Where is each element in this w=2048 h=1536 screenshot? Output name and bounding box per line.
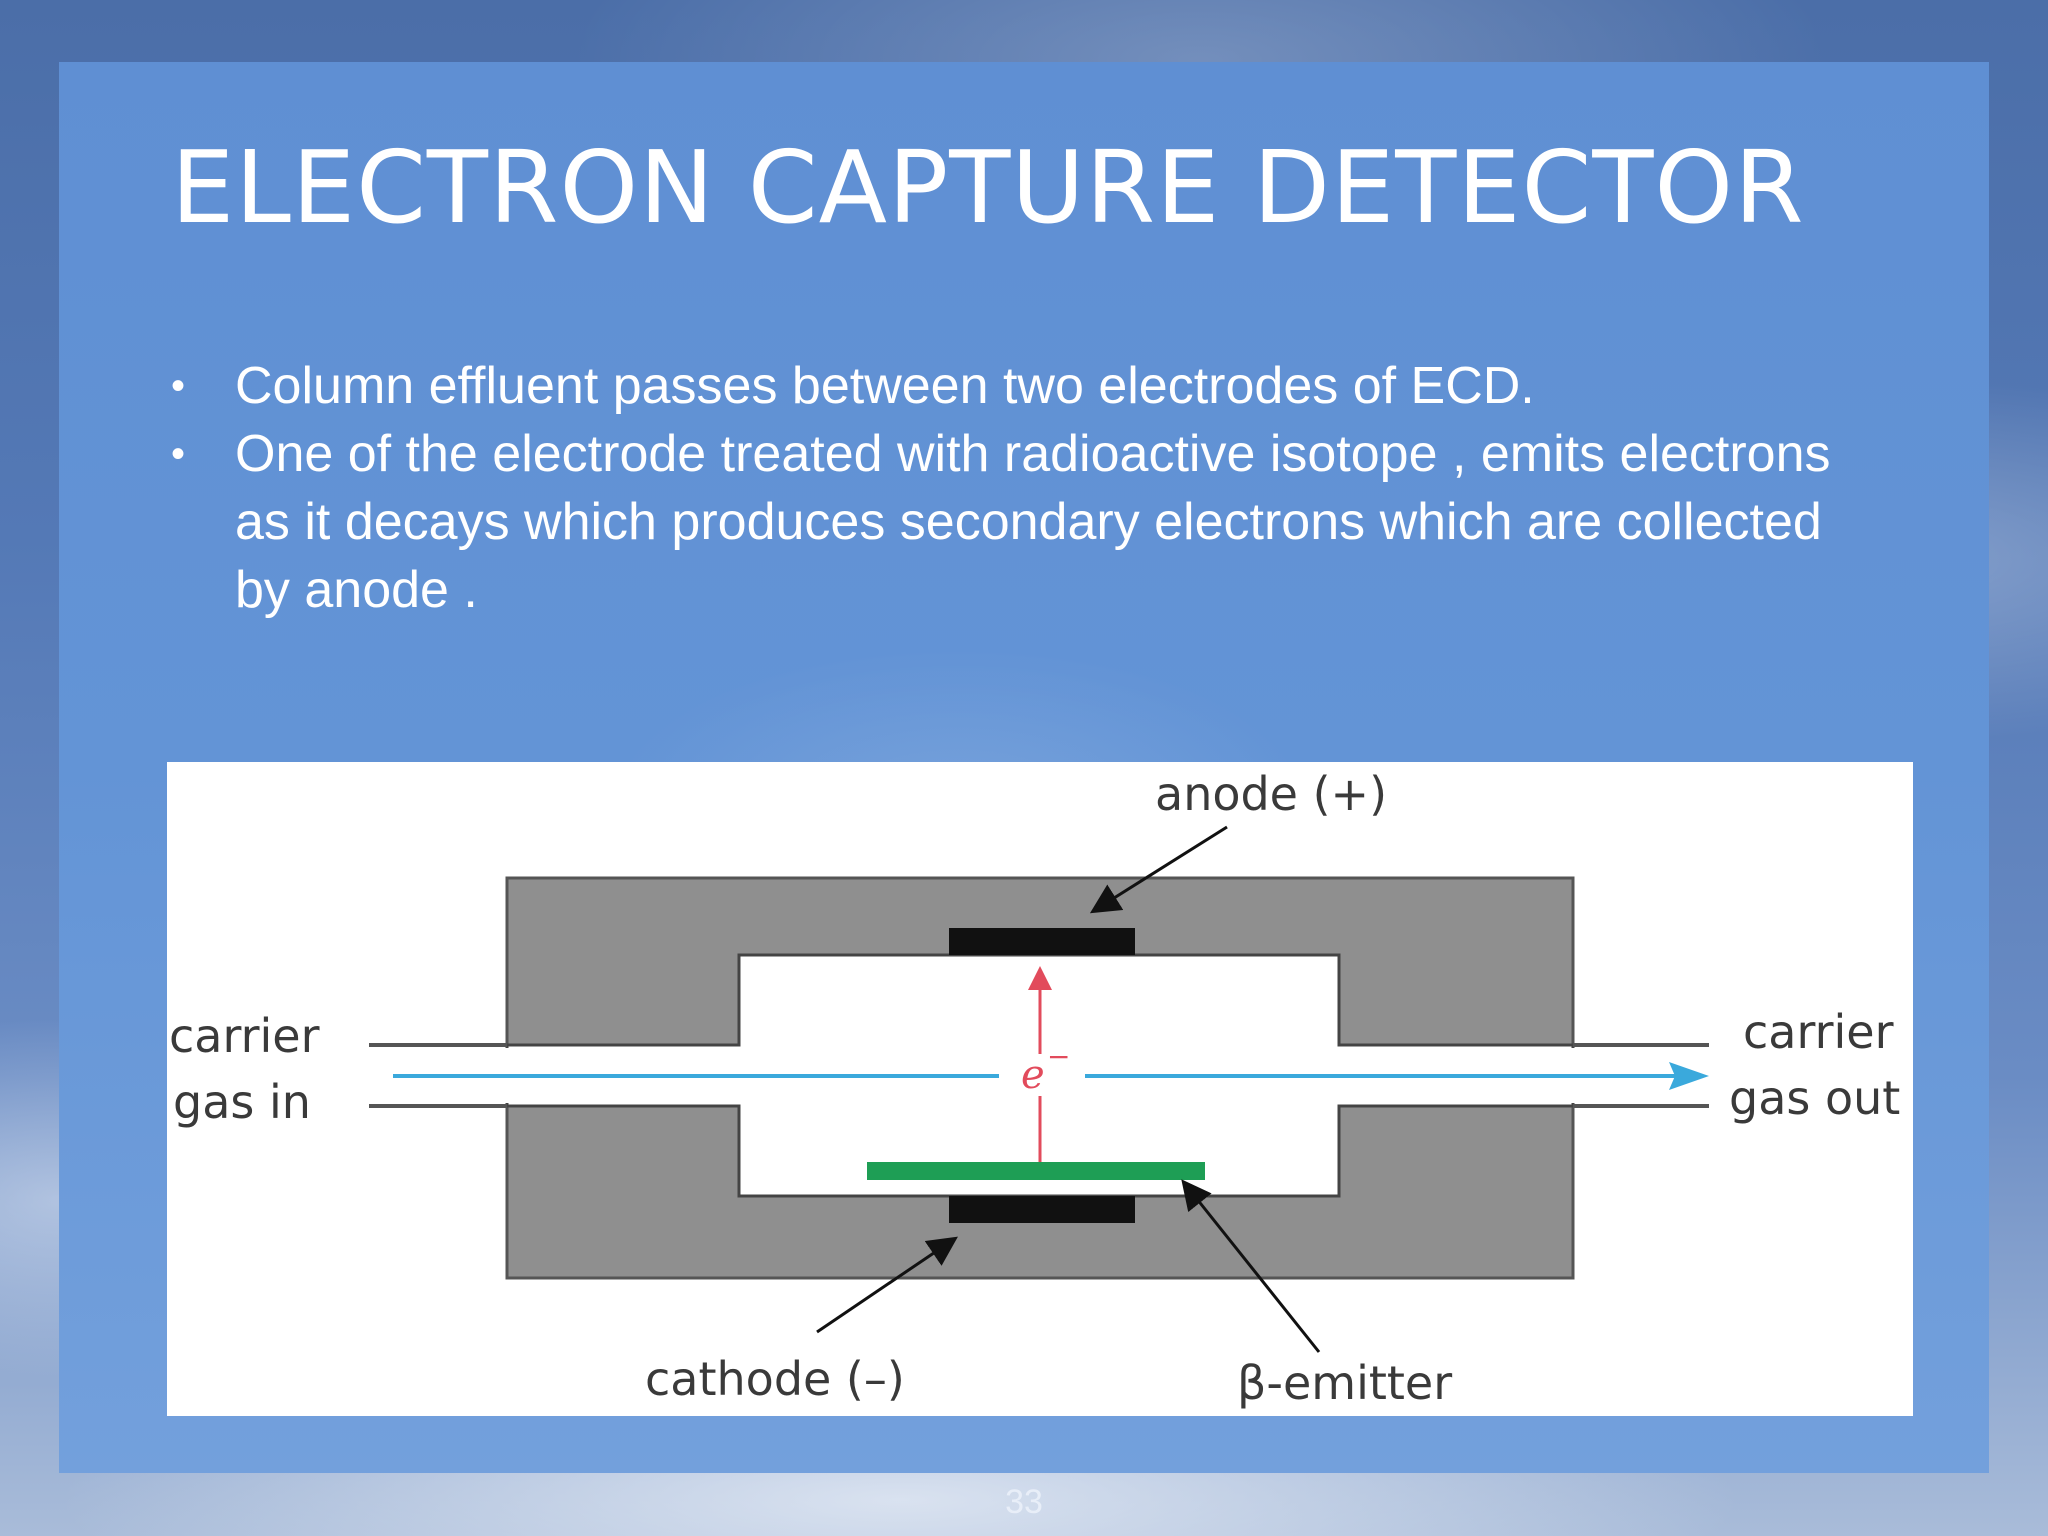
outlet-label-line2: gas out: [1729, 1071, 1900, 1125]
inlet-label-line2: gas in: [173, 1075, 311, 1129]
bullet-symbol: •: [171, 364, 186, 408]
inlet-label-line1: carrier: [169, 1009, 320, 1063]
ecd-diagram: e − anode (+) cathode (–) β-emitter carr…: [167, 762, 1913, 1416]
anode-pointer: [1089, 825, 1228, 914]
gas-flow-arrowhead: [1669, 1062, 1709, 1090]
bullet-text: Column effluent passes between two elect…: [235, 357, 1535, 415]
anode-label: anode (+): [1155, 767, 1387, 821]
cathode-label: cathode (–): [645, 1352, 905, 1406]
outlet-label-line1: carrier: [1743, 1005, 1894, 1059]
electron-symbol: e: [1021, 1052, 1045, 1098]
slide-panel: ELECTRON CAPTURE DETECTOR • Column efflu…: [59, 62, 1989, 1473]
bullet-text: One of the electrode treated with radioa…: [235, 425, 1831, 619]
cathode-pointer: [816, 1236, 958, 1334]
page-number: 33: [1005, 1483, 1043, 1521]
bullet-symbol: •: [171, 432, 186, 476]
beta-emitter-label: β-emitter: [1237, 1356, 1452, 1410]
emitter-pointer: [1181, 1179, 1321, 1353]
bullet-list: • Column effluent passes between two ele…: [171, 352, 1871, 624]
bullet-item: • Column effluent passes between two ele…: [171, 352, 1871, 420]
bullet-item: • One of the electrode treated with radi…: [171, 420, 1871, 624]
anode-electrode: [949, 928, 1135, 955]
electron-charge: −: [1047, 1040, 1070, 1073]
slide-title: ELECTRON CAPTURE DETECTOR: [171, 129, 1805, 246]
beta-emitter-plate: [867, 1162, 1205, 1180]
cathode-electrode: [949, 1196, 1135, 1223]
ecd-diagram-svg: e − anode (+) cathode (–) β-emitter carr…: [169, 767, 1900, 1410]
